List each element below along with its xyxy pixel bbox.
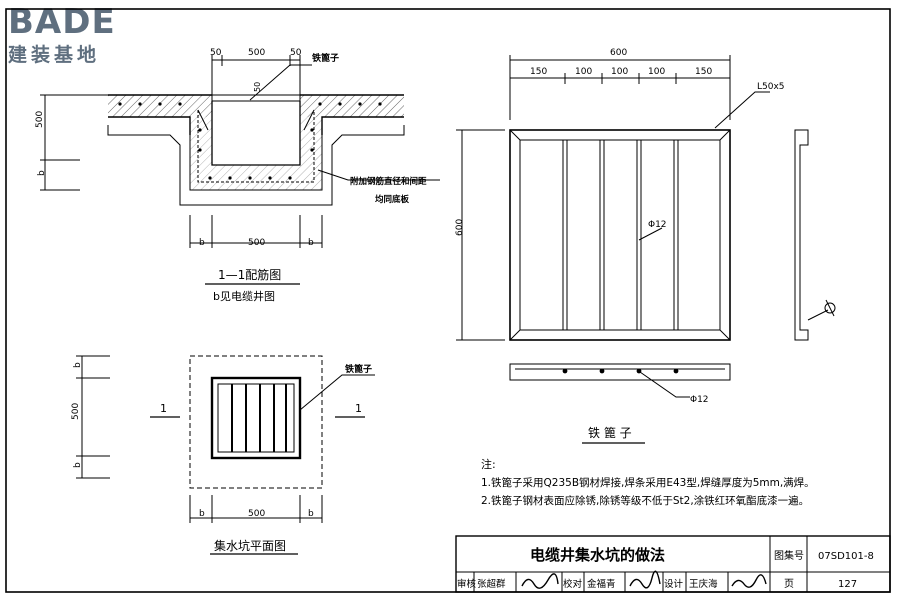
plan-dim-side-2: 500 xyxy=(71,403,81,420)
title-block xyxy=(455,535,891,593)
dim-side-b: b xyxy=(37,170,47,176)
plan-dim-side-1: b xyxy=(73,362,83,368)
grate-height-label: 600 xyxy=(455,219,465,236)
grate-dim-seg-5: 150 xyxy=(695,67,712,77)
logo-brand-cn: 建装基地 xyxy=(8,44,101,66)
plan-dim-bottom-1: b xyxy=(199,509,205,519)
rebar-note-1: 附加钢筋直径和间距 xyxy=(350,176,427,187)
reviewer-name: 张超群 xyxy=(477,578,506,590)
dim-top-2: 500 xyxy=(248,48,265,58)
grate-dim-total: 600 xyxy=(610,48,627,58)
grate-view xyxy=(456,55,836,398)
design-label: 设计 xyxy=(664,578,684,590)
cut-mark-left: 1 xyxy=(160,402,167,415)
grate-title: 铁 篦 子 xyxy=(588,425,632,440)
grate-dim-seg-1: 150 xyxy=(530,67,547,77)
page-number: 127 xyxy=(838,579,857,590)
plan-title: 集水坑平面图 xyxy=(214,538,286,553)
grate-dim-seg-4: 100 xyxy=(648,67,665,77)
section-subtitle: b见电缆井图 xyxy=(213,289,275,303)
atlas-label: 图集号 xyxy=(774,549,804,562)
notes-line-1: 1.铁篦子采用Q235B钢材焊接,焊条采用E43型,焊缝厚度为5mm,满焊。 xyxy=(481,476,815,489)
check-label: 校对 xyxy=(563,578,583,590)
plan-labels: b 500 b 1 1 铁篦子 b 500 b 集水坑平面图 xyxy=(71,362,372,553)
dim-top-3: 50 xyxy=(290,48,302,58)
dim-bottom-2: 500 xyxy=(248,238,265,248)
section-labels: 50 500 50 50 铁篦子 500 b 附加钢筋直径和间距 均同底板 b … xyxy=(35,48,427,303)
grate-angle-label: L50x5 xyxy=(757,82,785,92)
review-label: 审核 xyxy=(457,578,477,590)
grate-bar-label: Φ12 xyxy=(648,220,667,230)
drawing-title: 电缆井集水坑的做法 xyxy=(530,546,665,564)
notes: 注: 1.铁篦子采用Q235B钢材焊接,焊条采用E43型,焊缝厚度为5mm,满焊… xyxy=(481,457,815,507)
dim-bottom-3: b xyxy=(308,238,314,248)
designer-name: 王庆海 xyxy=(689,578,718,590)
plan-dim-bottom-3: b xyxy=(308,509,314,519)
notes-line-2: 2.铁篦子钢材表面应除锈,除锈等级不低于St2,涂铁红环氧酯底漆一遍。 xyxy=(481,494,809,507)
grate-labels: 600 150 100 100 100 150 L50x5 600 Φ12 Φ1… xyxy=(455,48,785,440)
checker-name: 金福青 xyxy=(587,578,616,590)
page-label: 页 xyxy=(784,578,794,590)
section-view xyxy=(40,55,440,285)
plan-dim-side-3: b xyxy=(73,462,83,468)
cut-mark-right: 1 xyxy=(355,402,362,415)
grate-label-section: 铁篦子 xyxy=(312,52,339,64)
grate-label-plan: 铁篦子 xyxy=(345,363,372,375)
grate-bar-dots xyxy=(562,368,679,374)
atlas-number: 07SD101-8 xyxy=(818,551,874,562)
grate-dim-seg-2: 100 xyxy=(575,67,592,77)
dim-side-500: 500 xyxy=(35,111,45,128)
sheet-border xyxy=(5,8,891,593)
plan-dim-bottom-2: 500 xyxy=(248,509,265,519)
title-block-text: 电缆井集水坑的做法 图集号 07SD101-8 审核 张超群 校对 金福青 设计… xyxy=(457,546,874,590)
dim-top-1: 50 xyxy=(210,48,222,58)
rebar-note-2: 均同底板 xyxy=(375,194,410,205)
dim-bottom-1: b xyxy=(199,238,205,248)
section-title: 1—1配筋图 xyxy=(218,267,281,282)
grate-bar-label-2: Φ12 xyxy=(690,395,709,405)
notes-heading: 注: xyxy=(481,457,496,471)
dim-inner-50: 50 xyxy=(253,82,262,92)
plan-view xyxy=(76,355,375,555)
grate-dim-seg-3: 100 xyxy=(611,67,628,77)
